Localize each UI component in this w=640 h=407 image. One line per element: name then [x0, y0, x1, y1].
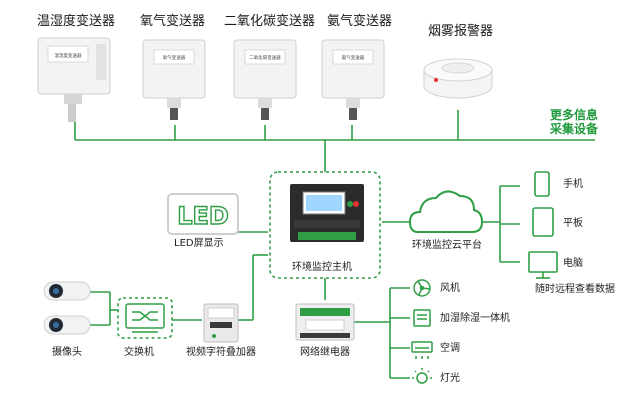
- pc-icon: [528, 251, 558, 273]
- ammonia-label: 氨气变送器: [327, 14, 393, 29]
- overlay-label: 视频字符叠加器: [186, 347, 256, 358]
- smoke-label: 烟雾报警器: [428, 24, 494, 39]
- tablet-icon: [532, 207, 554, 237]
- cloud-platform: [408, 190, 484, 233]
- monitoring-host: [290, 184, 364, 242]
- temp-humidity-label: 温湿度变送器: [37, 14, 116, 29]
- more-info-label: 更多信息 采集设备: [528, 108, 598, 136]
- co2-label: 二氧化碳变送器: [224, 14, 316, 29]
- relay-label: 网络继电器: [300, 347, 350, 358]
- oxygen-label: 氧气变送器: [140, 14, 206, 29]
- led-label: LED屏显示: [174, 238, 224, 249]
- client-devices: [528, 171, 558, 279]
- switch-label: 交换机: [124, 347, 154, 358]
- oxygen-plate: 氧气变送器: [163, 54, 186, 61]
- smoke-detector: [423, 58, 493, 99]
- output-icons: [411, 279, 433, 384]
- camera-label: 摄像头: [52, 347, 82, 358]
- phone-icon: [534, 171, 550, 197]
- switch-device: [125, 303, 165, 333]
- co2-sensor: 二氧化碳变送器: [233, 39, 297, 120]
- tablet-label: 平板: [563, 218, 583, 229]
- led-display-text: LED: [177, 202, 229, 230]
- ammonia-sensor: 氨气变送器: [321, 39, 385, 120]
- ac-label: 空调: [440, 343, 460, 354]
- led-display: LED: [167, 193, 239, 235]
- pc-label: 电脑: [563, 258, 583, 269]
- co2-plate: 二氧化碳变送器: [249, 54, 281, 61]
- light-label: 灯光: [440, 373, 460, 384]
- host-dashed-frame: [269, 171, 381, 279]
- humidifier-label: 加湿除湿一体机: [440, 313, 510, 324]
- switch-arrow-2: [132, 311, 158, 321]
- host-label: 环境监控主机: [292, 262, 352, 273]
- temp-humidity-sensor: 温湿度变送器: [37, 37, 111, 122]
- ac-icon: [411, 341, 433, 359]
- connection-lines: [74, 110, 595, 379]
- switch-dashed-frame: [117, 297, 173, 339]
- fan-icon: [413, 279, 431, 297]
- fan-label: 风机: [440, 283, 460, 294]
- more-info-line1: 更多信息: [549, 108, 598, 122]
- light-icon: [412, 368, 432, 384]
- ammonia-plate: 氨气变送器: [342, 54, 365, 61]
- camera-2: [43, 315, 91, 335]
- remote-view-label: 随时远程查看数据: [535, 284, 615, 295]
- camera-1: [43, 281, 91, 301]
- network-relay-device: [295, 303, 355, 341]
- phone-label: 手机: [563, 179, 583, 190]
- oxygen-sensor: 氧气变送器: [142, 39, 206, 120]
- temp-humidity-plate: 温湿度变送器: [55, 52, 82, 59]
- more-info-line2: 采集设备: [549, 122, 598, 136]
- humidifier-icon: [413, 309, 431, 327]
- video-overlay-device: [203, 303, 239, 343]
- cloud-label: 环境监控云平台: [412, 240, 482, 251]
